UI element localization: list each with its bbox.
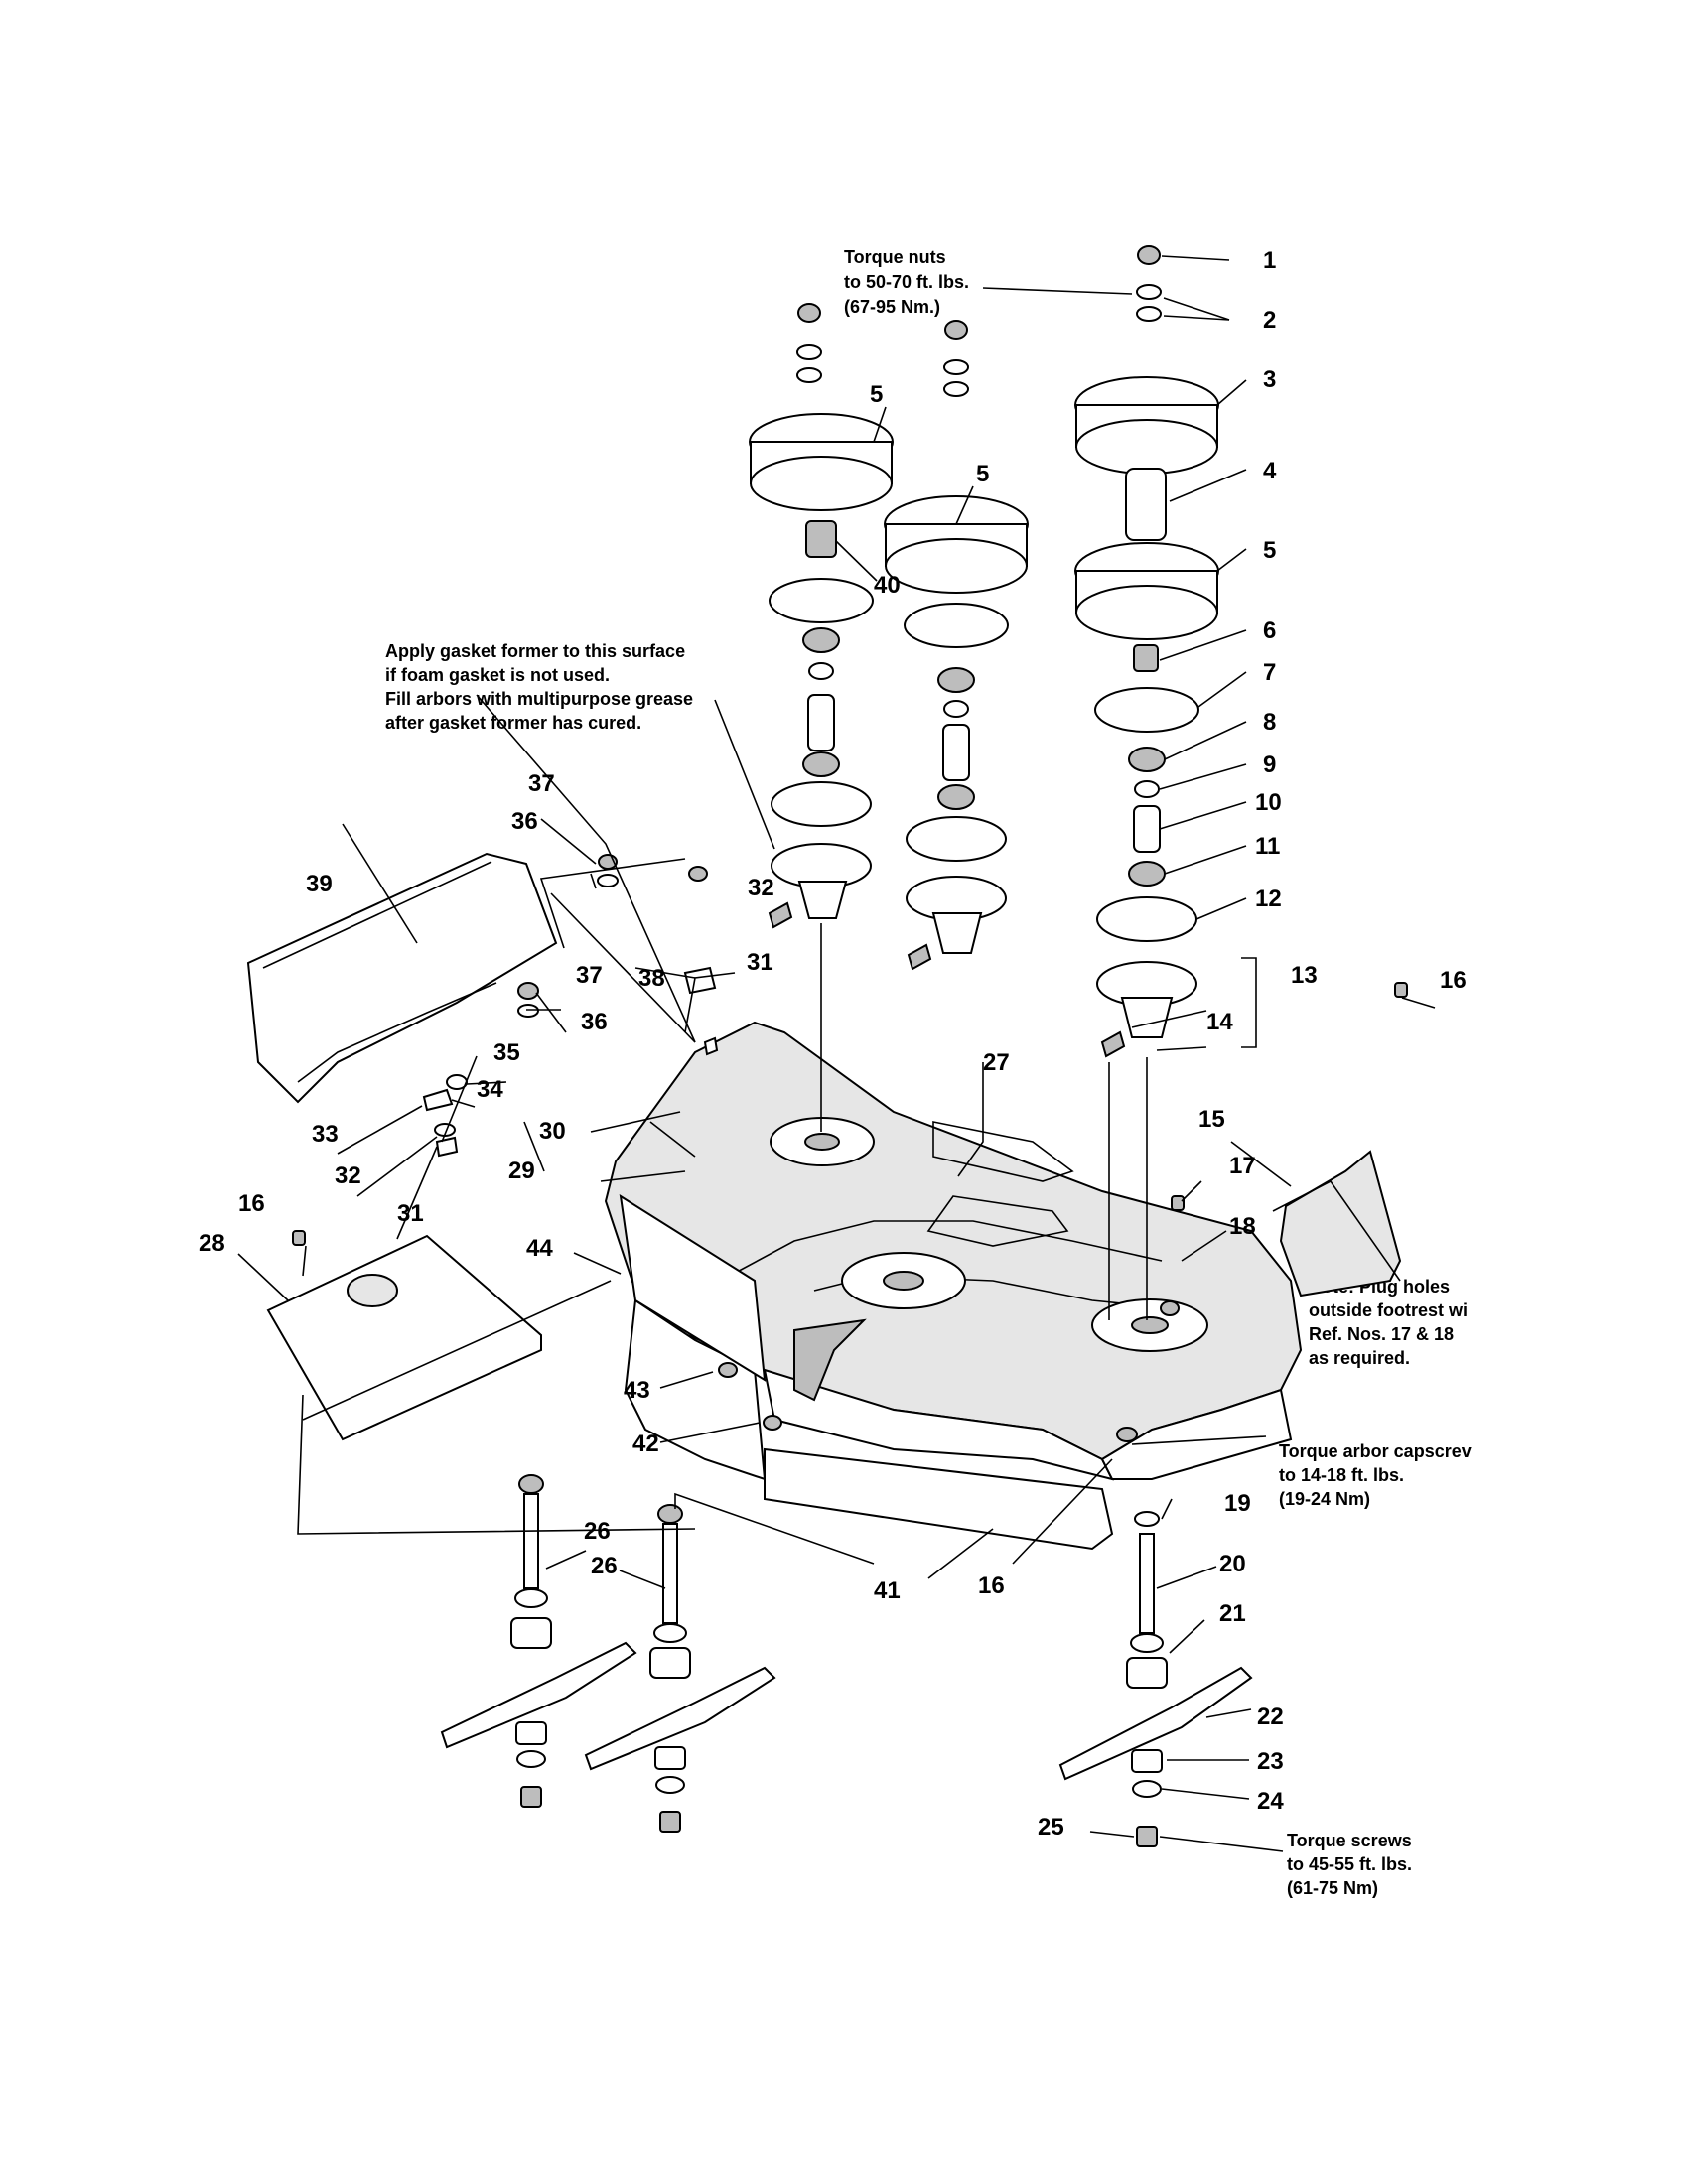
callout-26a: 26	[584, 1518, 611, 1545]
callout-43: 43	[624, 1377, 650, 1404]
callout-6: 6	[1263, 617, 1276, 644]
callout-23: 23	[1257, 1748, 1284, 1775]
callout-22: 22	[1257, 1704, 1284, 1730]
callout-1: 1	[1263, 247, 1276, 274]
callout-34: 34	[477, 1076, 503, 1103]
callout-7: 7	[1263, 659, 1276, 686]
svg-text:if foam gasket is not used.: if foam gasket is not used.	[385, 665, 610, 685]
callout-37b: 37	[576, 962, 603, 989]
callout-36a: 36	[511, 808, 538, 835]
svg-text:as required.: as required.	[1309, 1348, 1410, 1368]
callout-5c: 5	[976, 461, 989, 487]
blade-assembly-right	[1058, 1511, 1253, 1847]
callout-5b: 5	[870, 381, 883, 408]
callout-18: 18	[1229, 1213, 1256, 1240]
callout-16a: 16	[1440, 967, 1467, 994]
svg-text:Fill arbors with multipurpose: Fill arbors with multipurpose grease	[385, 689, 693, 709]
callout-38: 38	[638, 965, 665, 992]
callout-32b: 32	[335, 1162, 361, 1189]
callout-32a: 32	[748, 875, 774, 901]
svg-text:Apply gasket former to this su: Apply gasket former to this surface	[385, 641, 685, 661]
callout-44: 44	[526, 1235, 553, 1262]
callout-10: 10	[1255, 789, 1282, 816]
callout-30: 30	[539, 1118, 566, 1145]
callout-8: 8	[1263, 709, 1276, 736]
arbor-stack-right	[1074, 245, 1219, 1320]
svg-text:to 45-55 ft. lbs.: to 45-55 ft. lbs.	[1287, 1854, 1412, 1874]
callout-25: 25	[1038, 1814, 1064, 1841]
note-torque-screws: Torque screws to 45-55 ft. lbs. (61-75 N…	[1287, 1831, 1412, 1898]
callout-24: 24	[1257, 1788, 1284, 1815]
note-torque-nuts: Torque nuts to 50-70 ft. lbs. (67-95 Nm.…	[844, 247, 969, 317]
callout-17: 17	[1229, 1153, 1256, 1179]
note-gasket-former: Apply gasket former to this surface if f…	[385, 641, 693, 733]
discharge-chute	[246, 852, 558, 1104]
callout-27: 27	[983, 1049, 1010, 1076]
callout-12: 12	[1255, 886, 1282, 912]
svg-text:(67-95 Nm.): (67-95 Nm.)	[844, 297, 940, 317]
front-baffle	[764, 1447, 1114, 1551]
svg-text:after gasket former has cured.: after gasket former has cured.	[385, 713, 641, 733]
callout-16c: 16	[978, 1572, 1005, 1599]
callout-31b: 31	[397, 1200, 424, 1227]
svg-text:Torque screws: Torque screws	[1287, 1831, 1412, 1850]
callout-19: 19	[1224, 1490, 1251, 1517]
callout-36b: 36	[581, 1009, 608, 1035]
callout-numbers: 1 2 3 4 5 5 5 6 7 8 9 10 11 12 13 14 15 …	[199, 247, 1467, 1841]
callout-14: 14	[1206, 1009, 1233, 1035]
callout-42: 42	[632, 1431, 659, 1457]
callout-39: 39	[306, 871, 333, 897]
svg-text:outside footrest wi: outside footrest wi	[1309, 1300, 1468, 1320]
svg-text:to 14-18 ft. lbs.: to 14-18 ft. lbs.	[1279, 1465, 1404, 1485]
svg-text:(19-24 Nm): (19-24 Nm)	[1279, 1489, 1370, 1509]
callout-31a: 31	[747, 949, 773, 976]
side-skirt	[619, 1194, 767, 1382]
belt-cover	[1279, 1150, 1402, 1297]
callout-2: 2	[1263, 307, 1276, 334]
callout-13: 13	[1291, 962, 1318, 989]
deck-housing	[604, 1021, 1303, 1481]
callout-33: 33	[312, 1121, 339, 1148]
arbor-stack-middle	[884, 320, 1029, 971]
note-torque-arbor: Torque arbor capscrev to 14-18 ft. lbs. …	[1279, 1441, 1472, 1509]
callout-40: 40	[874, 572, 901, 599]
svg-text:Torque nuts: Torque nuts	[844, 247, 946, 267]
blade-assembly-center	[584, 1504, 776, 1833]
callout-35: 35	[493, 1039, 520, 1066]
callout-4: 4	[1263, 458, 1277, 484]
svg-text:Ref. Nos. 17 & 18: Ref. Nos. 17 & 18	[1309, 1324, 1454, 1344]
footrest-shield	[266, 1234, 542, 1441]
callout-41: 41	[874, 1577, 901, 1604]
arbor-stack-left	[749, 303, 894, 1132]
svg-text:(61-75 Nm): (61-75 Nm)	[1287, 1878, 1378, 1898]
callout-9: 9	[1263, 751, 1276, 778]
callout-26b: 26	[591, 1553, 618, 1579]
callout-16b: 16	[238, 1190, 265, 1217]
callout-5a: 5	[1263, 537, 1276, 564]
callout-21: 21	[1219, 1600, 1246, 1627]
callout-37a: 37	[528, 770, 555, 797]
svg-text:to 50-70 ft. lbs.: to 50-70 ft. lbs.	[844, 272, 969, 292]
blade-assembly-left	[440, 1474, 637, 1808]
callout-20: 20	[1219, 1551, 1246, 1577]
callout-3: 3	[1263, 366, 1276, 393]
leader-lines	[237, 255, 1436, 1852]
callout-28: 28	[199, 1230, 225, 1257]
callout-15: 15	[1198, 1106, 1225, 1133]
svg-text:Torque arbor capscrev: Torque arbor capscrev	[1279, 1441, 1472, 1461]
note-plug-holes: Note: Plug holes outside footrest wi Ref…	[1309, 1277, 1468, 1368]
callout-11: 11	[1255, 833, 1280, 860]
callout-29: 29	[508, 1158, 535, 1184]
